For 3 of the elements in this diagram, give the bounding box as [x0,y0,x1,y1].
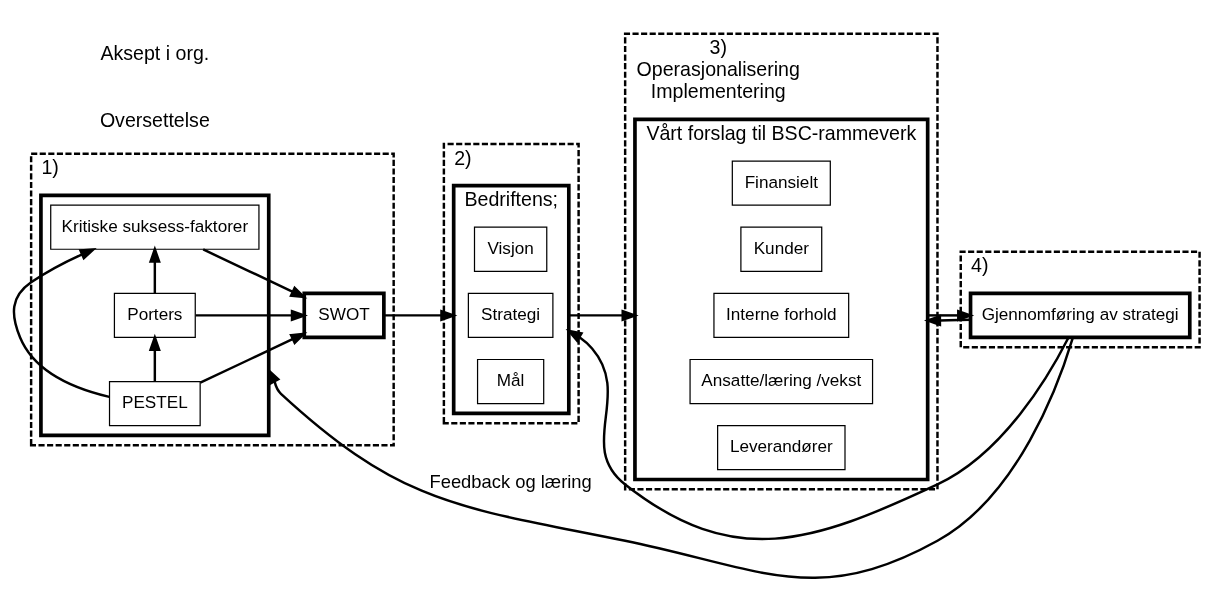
label: Oversettelse [99,108,210,131]
label: Aksept i org. [100,41,210,64]
edge-label: Feedback og læring [429,470,592,492]
